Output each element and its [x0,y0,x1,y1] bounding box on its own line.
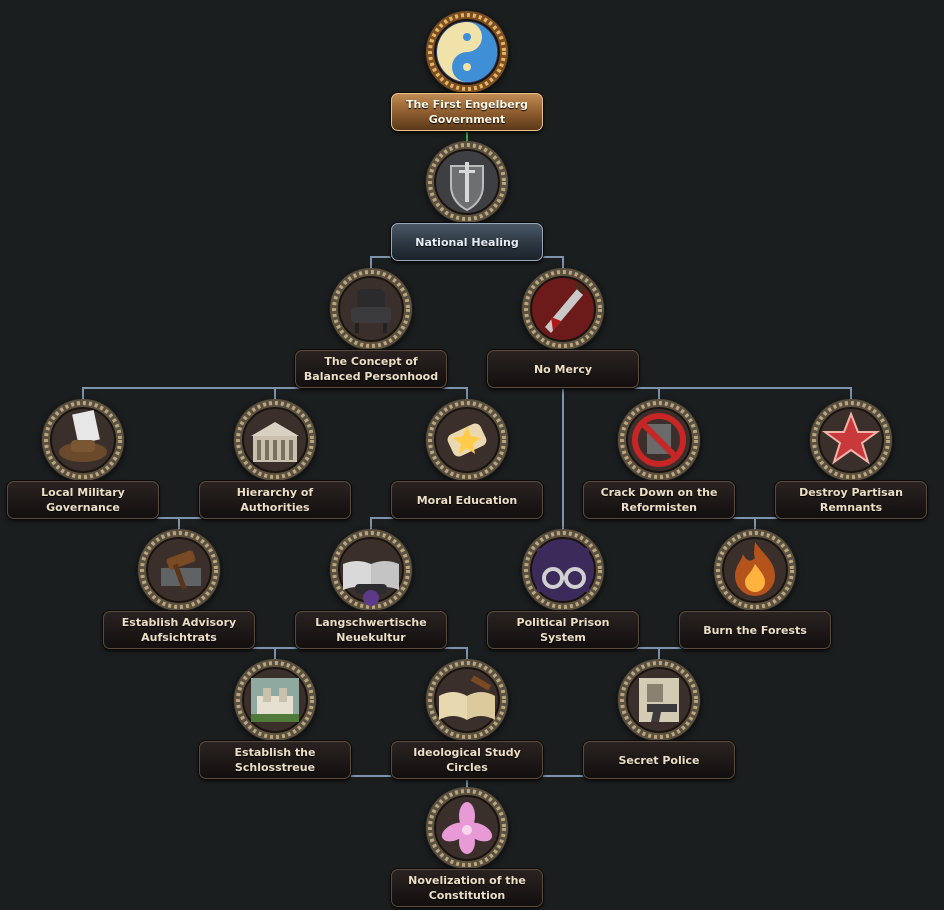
fire-icon [713,528,797,612]
government-building-icon [233,398,317,482]
focus-hierarchy[interactable]: Hierarchy of Authorities [195,398,355,522]
military-decree-icon [41,398,125,482]
focus-balanced-personhood[interactable]: The Concept of Balanced Personhood [291,267,451,391]
focus-destroy-partisan[interactable]: Destroy Partisan Remnants [771,398,931,522]
scroll-icon [425,398,509,482]
open-book-icon [329,528,413,612]
armchair-icon [329,267,413,351]
focus-label: Novelization of the Constitution [391,869,543,907]
focus-no-mercy[interactable]: No Mercy [483,267,643,391]
books-icon [425,658,509,742]
focus-advisory[interactable]: Establish Advisory Aufsichtrats [99,528,259,652]
focus-label: Destroy Partisan Remnants [775,481,927,519]
focus-label: Local Military Governance [7,481,159,519]
focus-novelization[interactable]: Novelization of the Constitution [387,786,547,910]
pistol-icon [617,658,701,742]
focus-label: Political Prison System [487,611,639,649]
focus-label: Burn the Forests [679,611,831,649]
focus-national-healing[interactable]: National Healing [387,140,547,264]
prohibited-icon [617,398,701,482]
yin-yang-emblem-icon [425,10,509,94]
focus-label: The Concept of Balanced Personhood [295,350,447,388]
focus-burn-forests[interactable]: Burn the Forests [675,528,835,652]
focus-study-circles[interactable]: Ideological Study Circles [387,658,547,782]
focus-secret-police[interactable]: Secret Police [579,658,739,782]
bloody-knife-icon [521,267,605,351]
focus-crack-down[interactable]: Crack Down on the Reformisten [579,398,739,522]
focus-prison[interactable]: Political Prison System [483,528,643,652]
focus-label: Moral Education [391,481,543,519]
focus-local-military[interactable]: Local Military Governance [3,398,163,522]
handcuffs-icon [521,528,605,612]
focus-label: Langschwertische Neuekultur [295,611,447,649]
focus-neuekultur[interactable]: Langschwertische Neuekultur [291,528,451,652]
gavel-icon [137,528,221,612]
red-star-icon [809,398,893,482]
pink-flower-icon [425,786,509,870]
focus-moral-education[interactable]: Moral Education [387,398,547,522]
focus-label: National Healing [391,223,543,261]
focus-label: The First Engelberg Government [391,93,543,131]
focus-schlosstreue[interactable]: Establish the Schlosstreue [195,658,355,782]
focus-label: Hierarchy of Authorities [199,481,351,519]
focus-first-engelberg[interactable]: The First Engelberg Government [387,10,547,134]
focus-label: No Mercy [487,350,639,388]
shield-sword-icon [425,140,509,224]
focus-label: Ideological Study Circles [391,741,543,779]
focus-label: Crack Down on the Reformisten [583,481,735,519]
focus-label: Establish Advisory Aufsichtrats [103,611,255,649]
focus-label: Establish the Schlosstreue [199,741,351,779]
focus-label: Secret Police [583,741,735,779]
castle-icon [233,658,317,742]
